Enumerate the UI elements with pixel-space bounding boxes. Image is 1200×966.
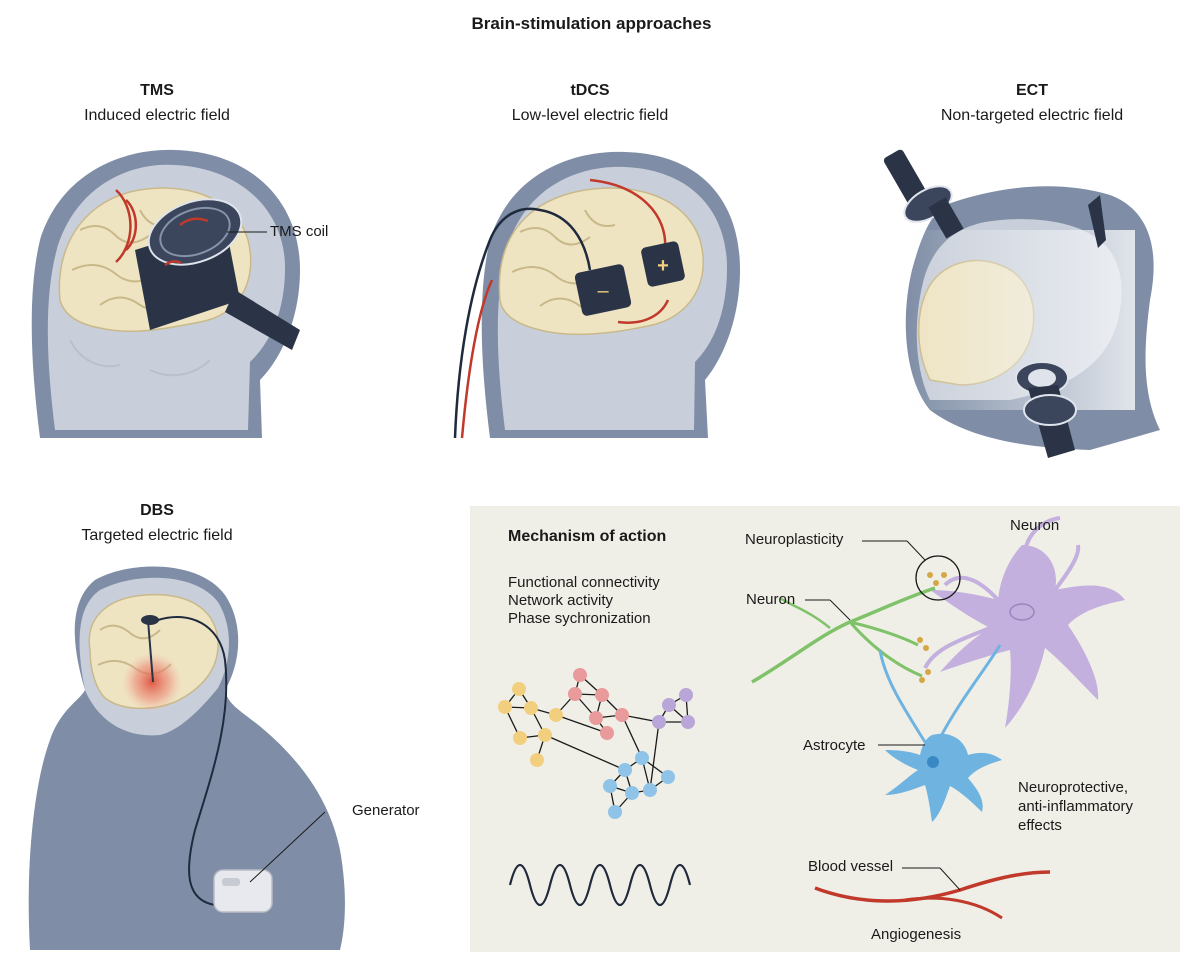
tms-subtitle: Induced electric field [84,107,230,124]
neuron-left-label: Neuron [746,591,796,608]
astrocyte-label: Astrocyte [803,737,866,754]
axon-green [751,586,936,684]
neuron-purple [923,516,1125,728]
tdcs-minus-sign: – [597,280,609,302]
effects-line-3: effects [1018,817,1062,834]
tdcs-plus-sign: + [657,255,669,277]
ect-subtitle: Non-targeted electric field [940,107,1124,124]
neuron-top-label: Neuron [1010,517,1060,534]
astrocyte-blue [878,644,1002,822]
tms-coil-label: TMS coil [270,223,329,240]
mechanism-line-2: Network activity [508,592,614,609]
blood-vessel [814,870,1051,920]
mechanism-line-3: Phase sychronization [508,610,651,627]
tms-title: TMS [140,82,174,99]
phase-wave [508,863,692,907]
tdcs-title: tDCS [570,82,610,99]
tms-coil [115,189,300,350]
ect-electrodes [883,149,1077,458]
mechanism-panel [470,506,1180,952]
tdcs-head [453,151,740,439]
effects-line-1: Neuroprotective, [1018,779,1129,796]
figure-title: Brain-stimulation approaches [471,14,712,33]
mechanism-title: Mechanism of action [508,528,667,545]
dbs-title: DBS [140,502,174,519]
generator-label: Generator [352,802,420,819]
mechanism-line-1: Functional connectivity [508,574,660,591]
effects-line-2: anti-inflammatory [1018,798,1134,815]
network-nodes [498,668,695,819]
angiogenesis-label: Angiogenesis [871,926,962,943]
dbs-body [28,566,345,950]
tdcs-subtitle: Low-level electric field [511,107,669,124]
dbs-subtitle: Targeted electric field [81,527,233,544]
synapse-circle [915,555,961,683]
ect-title: ECT [1016,82,1048,99]
neuroplasticity-label: Neuroplasticity [745,531,844,548]
blood-vessel-label: Blood vessel [808,858,894,875]
